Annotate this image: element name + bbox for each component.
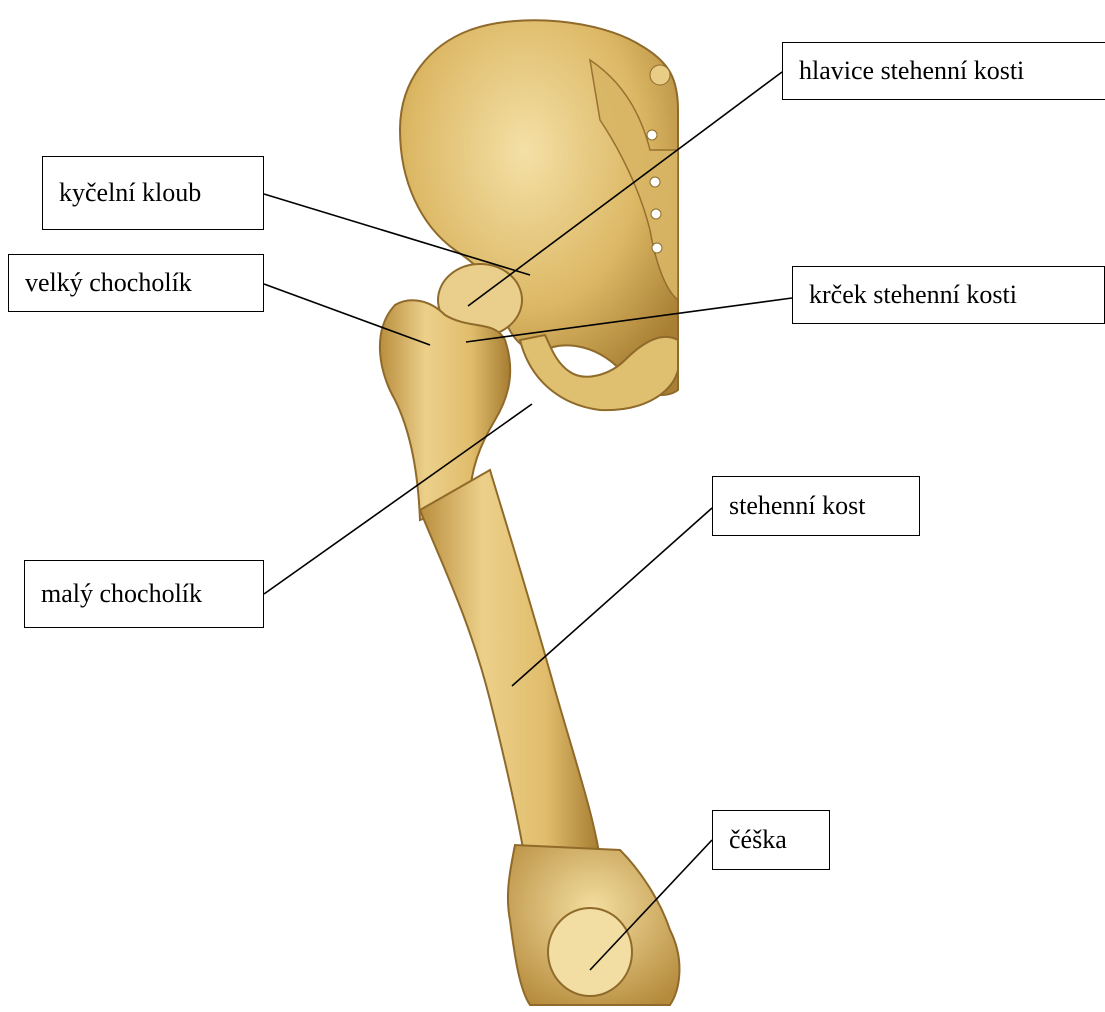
label-hip-joint: kyčelní kloub xyxy=(42,156,264,230)
label-lesser-trochanter: malý chocholík xyxy=(24,560,264,628)
label-femur: stehenní kost xyxy=(712,476,920,536)
leader-stehenni xyxy=(512,508,712,686)
label-femoral-neck: krček stehenní kosti xyxy=(792,266,1105,324)
label-greater-trochanter: velký chocholík xyxy=(8,254,264,312)
label-femoral-head: hlavice stehenní kosti xyxy=(782,42,1105,100)
label-patella: čéška xyxy=(712,810,830,870)
patella xyxy=(548,908,632,996)
femur-shaft xyxy=(420,470,600,860)
